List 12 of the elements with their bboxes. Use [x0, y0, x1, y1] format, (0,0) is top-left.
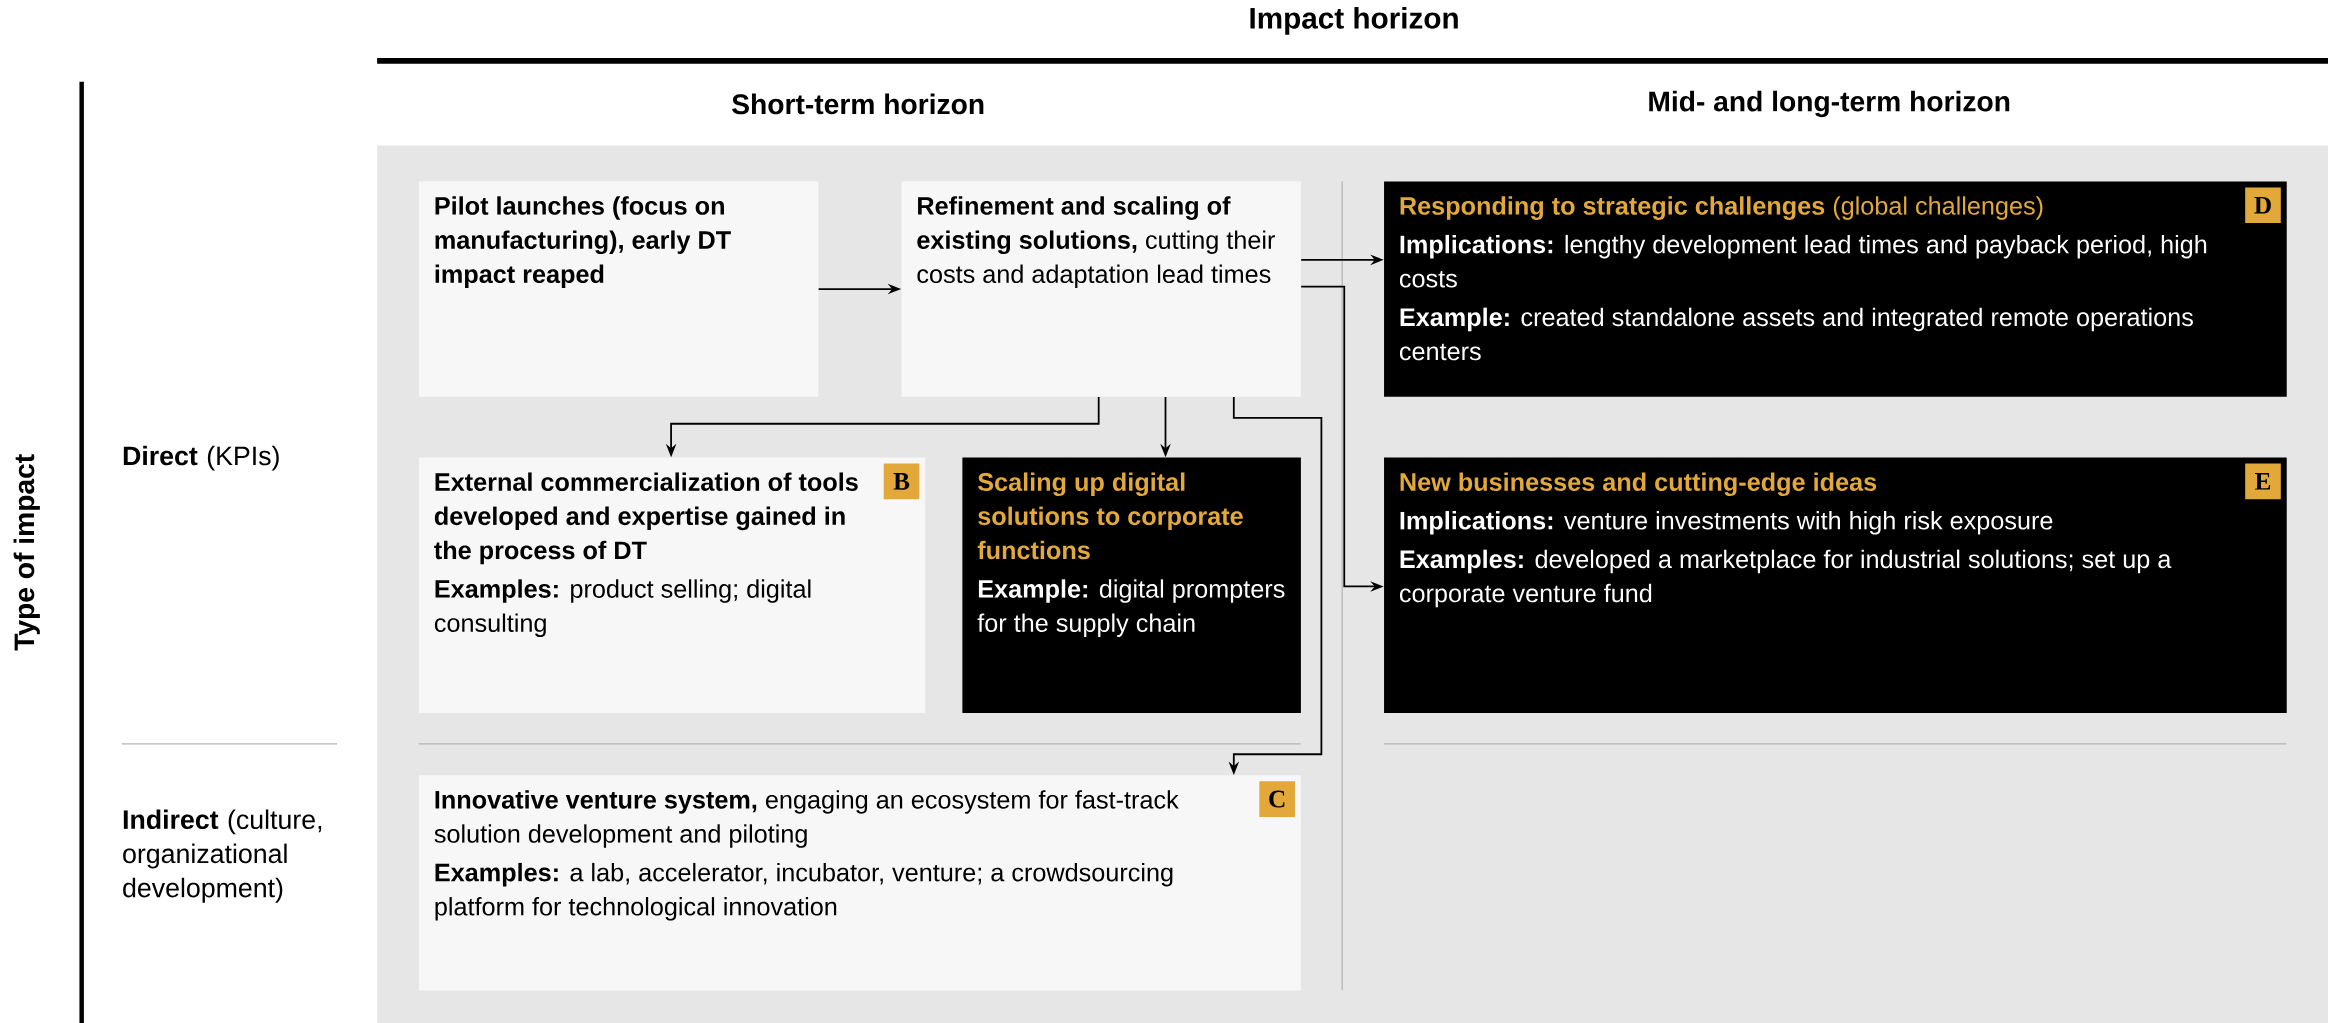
column-heading: Mid- and long-term horizon	[1649, 90, 2010, 118]
axis-title: Type of impact	[13, 454, 40, 651]
row-label: Indirect (culture, organizational development)	[123, 809, 322, 903]
text-card: Pilot launches (focus on manufacturing), early DT impact reaped	[419, 181, 819, 397]
letter-badge: E	[2245, 463, 2281, 500]
chart-title: Impact horizon	[1250, 6, 1458, 35]
row-label: Direct (KPIs)	[123, 445, 279, 471]
column-heading: Short-term horizon	[732, 93, 984, 115]
highlight-card: Scaling up digital solutions to corporate functions Example: digital prompters for the supply chain	[962, 457, 1301, 713]
text-card: Refinement and scaling of existing solutions, cutting their costs and adaptation lead times	[901, 181, 1301, 397]
letter-badge: D	[2245, 187, 2281, 223]
letter-badge: C	[1259, 781, 1295, 817]
